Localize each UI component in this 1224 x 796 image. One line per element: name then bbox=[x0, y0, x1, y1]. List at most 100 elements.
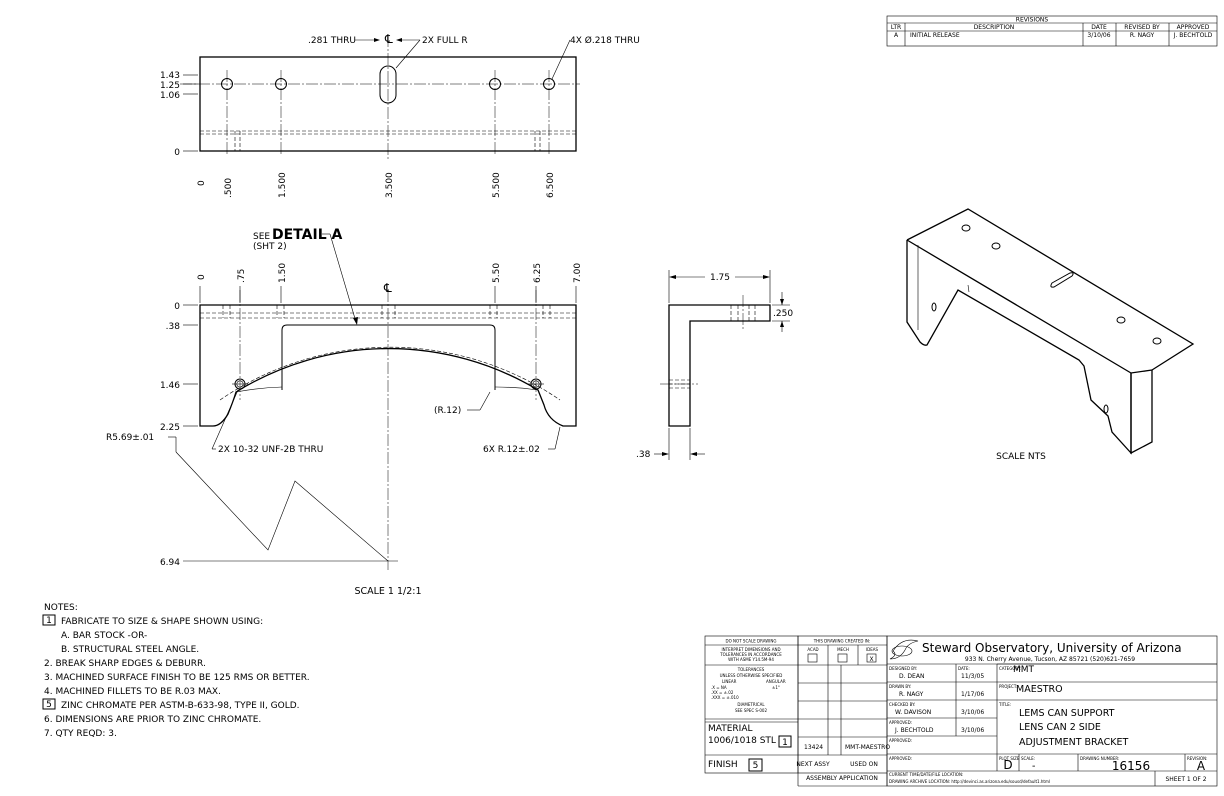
centerline-symbol: ℄ bbox=[384, 32, 393, 46]
flag-note-1 bbox=[42, 614, 56, 626]
title-label: TITLE: bbox=[998, 702, 1011, 707]
acad-label: ACAD bbox=[807, 647, 818, 652]
drawing-number: 16156 bbox=[1112, 759, 1150, 773]
front-x-dim: .75 bbox=[237, 269, 247, 283]
rev-header-date: DATE bbox=[1091, 24, 1107, 31]
rev-row-ltr: A bbox=[894, 32, 899, 39]
revision-value: A bbox=[1197, 759, 1206, 773]
next-assy-label: NEXT ASSY bbox=[796, 761, 830, 768]
tolerance-linear: LINEAR bbox=[722, 679, 737, 684]
sheet-number: SHEET 1 OF 2 bbox=[1165, 776, 1206, 783]
centerline-symbol: ℄ bbox=[383, 281, 392, 295]
note-item: FABRICATE TO SIZE & SHAPE SHOWN USING: bbox=[61, 617, 263, 627]
note-item: 6. DIMENSIONS ARE PRIOR TO ZINC CHROMATE… bbox=[44, 715, 261, 725]
approved-by: J. BECHTOLD bbox=[894, 727, 934, 734]
tolerance-xx: .XX = ±.02 bbox=[711, 690, 734, 695]
top-y-dim: 1.06 bbox=[160, 91, 180, 101]
detail-sheet: (SHT 2) bbox=[253, 242, 287, 252]
front-x-dim: 6.25 bbox=[533, 263, 543, 283]
tolerance-xxx: .XXX = ±.010 bbox=[711, 695, 739, 700]
checked-date: 3/10/06 bbox=[961, 709, 984, 716]
checked-by: W. DAVISON bbox=[895, 709, 931, 716]
iso-scale-label: SCALE NTS bbox=[996, 452, 1046, 462]
ideas-checkbox bbox=[866, 653, 877, 663]
note-item: A. BAR STOCK -OR- bbox=[61, 631, 147, 641]
front-x-dim: 0 bbox=[197, 274, 207, 280]
rev-row-description: INITIAL RELEASE bbox=[910, 32, 960, 39]
tolerance-diametrical: DIAMETRICAL bbox=[737, 702, 765, 707]
observatory-logo bbox=[889, 639, 919, 660]
used-on-label: USED ON bbox=[850, 761, 878, 768]
drawing-title-line: LEMS CAN SUPPORT bbox=[1019, 708, 1115, 719]
top-y-dim: 0 bbox=[174, 148, 180, 158]
material-flag-label: 1 bbox=[782, 738, 788, 748]
used-on-value: MMT-MAESTRO bbox=[845, 744, 890, 751]
created-in-label: THIS DRAWING CREATED IN: bbox=[813, 639, 871, 644]
designed-by: D. DEAN bbox=[899, 673, 924, 680]
front-y-dim: 2.25 bbox=[160, 423, 180, 433]
side-view: 1.75 .250 .38 bbox=[636, 270, 793, 460]
side-width-dim: 1.75 bbox=[710, 273, 730, 283]
front-view: ℄ 0 .38 1.46 2.25 6.94 0 .75 1.50 5.50 6… bbox=[106, 227, 583, 597]
rev-header-ltr: LTR bbox=[891, 24, 901, 31]
finish-label: FINISH bbox=[708, 760, 738, 770]
top-x-dim: 5.500 bbox=[492, 172, 502, 198]
scale-value: - bbox=[1032, 761, 1035, 772]
side-view-outline bbox=[668, 304, 771, 427]
rev-header-approved: APPROVED bbox=[1177, 24, 1210, 31]
category-label: CATEGORY: bbox=[999, 666, 1021, 671]
mech-label: MECH bbox=[837, 647, 849, 652]
org-address: 933 N. Cherry Avenue, Tucson, AZ 85721 (… bbox=[965, 656, 1135, 663]
mech-checkbox bbox=[837, 653, 848, 663]
revisions-title: REVISIONS bbox=[1016, 17, 1049, 24]
ideas-check-mark: X bbox=[869, 656, 873, 663]
finish-flag-label: 5 bbox=[753, 761, 759, 771]
material-value: 1006/1018 STL bbox=[708, 736, 776, 746]
top-x-dim: 1.500 bbox=[278, 172, 288, 198]
project-value: MAESTRO bbox=[1016, 684, 1063, 695]
top-x-dim: 3.500 bbox=[385, 172, 395, 198]
side-leg-dim: .38 bbox=[636, 450, 651, 460]
approved-label-3: APPROVED: bbox=[889, 756, 912, 761]
acad-checkbox bbox=[807, 653, 818, 663]
side-thickness-dim: .250 bbox=[773, 309, 793, 319]
front-x-dim: 5.50 bbox=[492, 263, 502, 283]
org-name: Steward Observatory, University of Arizo… bbox=[922, 641, 1182, 655]
rev-row-revised-by: R. NAGY bbox=[1130, 32, 1155, 39]
tolerances-unless: UNLESS OTHERWISE SPECIFIED bbox=[720, 673, 783, 678]
detail-see: SEE bbox=[253, 232, 270, 242]
holes-4x-callout: 4X Ø.218 THRU bbox=[570, 35, 640, 46]
designed-date: 11/3/05 bbox=[961, 673, 984, 680]
tolerances-heading: TOLERANCES bbox=[737, 667, 765, 672]
note-item: 2. BREAK SHARP EDGES & DEBURR. bbox=[44, 659, 206, 669]
date-label: DATE: bbox=[958, 666, 970, 671]
isometric-view: SCALE NTS bbox=[906, 208, 1195, 462]
checked-label: CHECKED BY: bbox=[889, 702, 915, 707]
revisions-table: REVISIONS LTR DESCRIPTION DATE REVISED B… bbox=[886, 15, 1218, 47]
tolerance-angular: ANGULAR bbox=[766, 679, 786, 684]
front-x-dim: 7.00 bbox=[573, 263, 583, 283]
front-y-dim: 1.46 bbox=[160, 381, 180, 391]
do-not-scale: DO NOT SCALE DRAWING bbox=[726, 639, 777, 644]
flag-note-1-label: 1 bbox=[46, 616, 52, 626]
title-block: DO NOT SCALE DRAWING INTERPRET DIMENSION… bbox=[704, 635, 1218, 787]
detail-a-label: DETAIL A bbox=[272, 227, 342, 243]
interpret-text: WITH ASME Y14.5M-94 bbox=[728, 657, 774, 662]
archive-location: DRAWING ARCHIVE LOCATION: http://devinci… bbox=[889, 779, 1050, 784]
next-assy-value: 13424 bbox=[804, 744, 823, 751]
revision-label: REVISION: bbox=[1187, 756, 1207, 761]
interpret-text: INTERPRET DIMENSIONS AND bbox=[721, 647, 780, 652]
fillets-callout: 6X R.12±.02 bbox=[483, 445, 540, 455]
approved-label-2: APPROVED: bbox=[889, 738, 912, 743]
tolerance-x: .X = NA bbox=[711, 685, 727, 690]
top-x-dim: 0 bbox=[197, 180, 207, 186]
drawing-title-line: LENS CAN 2 SIDE bbox=[1019, 722, 1101, 733]
notes-heading: NOTES: bbox=[44, 603, 78, 613]
note-item: 7. QTY REQD: 3. bbox=[44, 729, 117, 739]
designed-label: DESIGNED BY: bbox=[889, 666, 917, 671]
ideas-label: IDEAS bbox=[866, 647, 879, 652]
top-x-dim: 6.500 bbox=[546, 172, 556, 198]
top-y-dim: 1.25 bbox=[160, 81, 180, 91]
project-label: PROJECT: bbox=[999, 684, 1017, 689]
notes: NOTES: 1 FABRICATE TO SIZE & SHAPE SHOWN… bbox=[42, 603, 310, 739]
